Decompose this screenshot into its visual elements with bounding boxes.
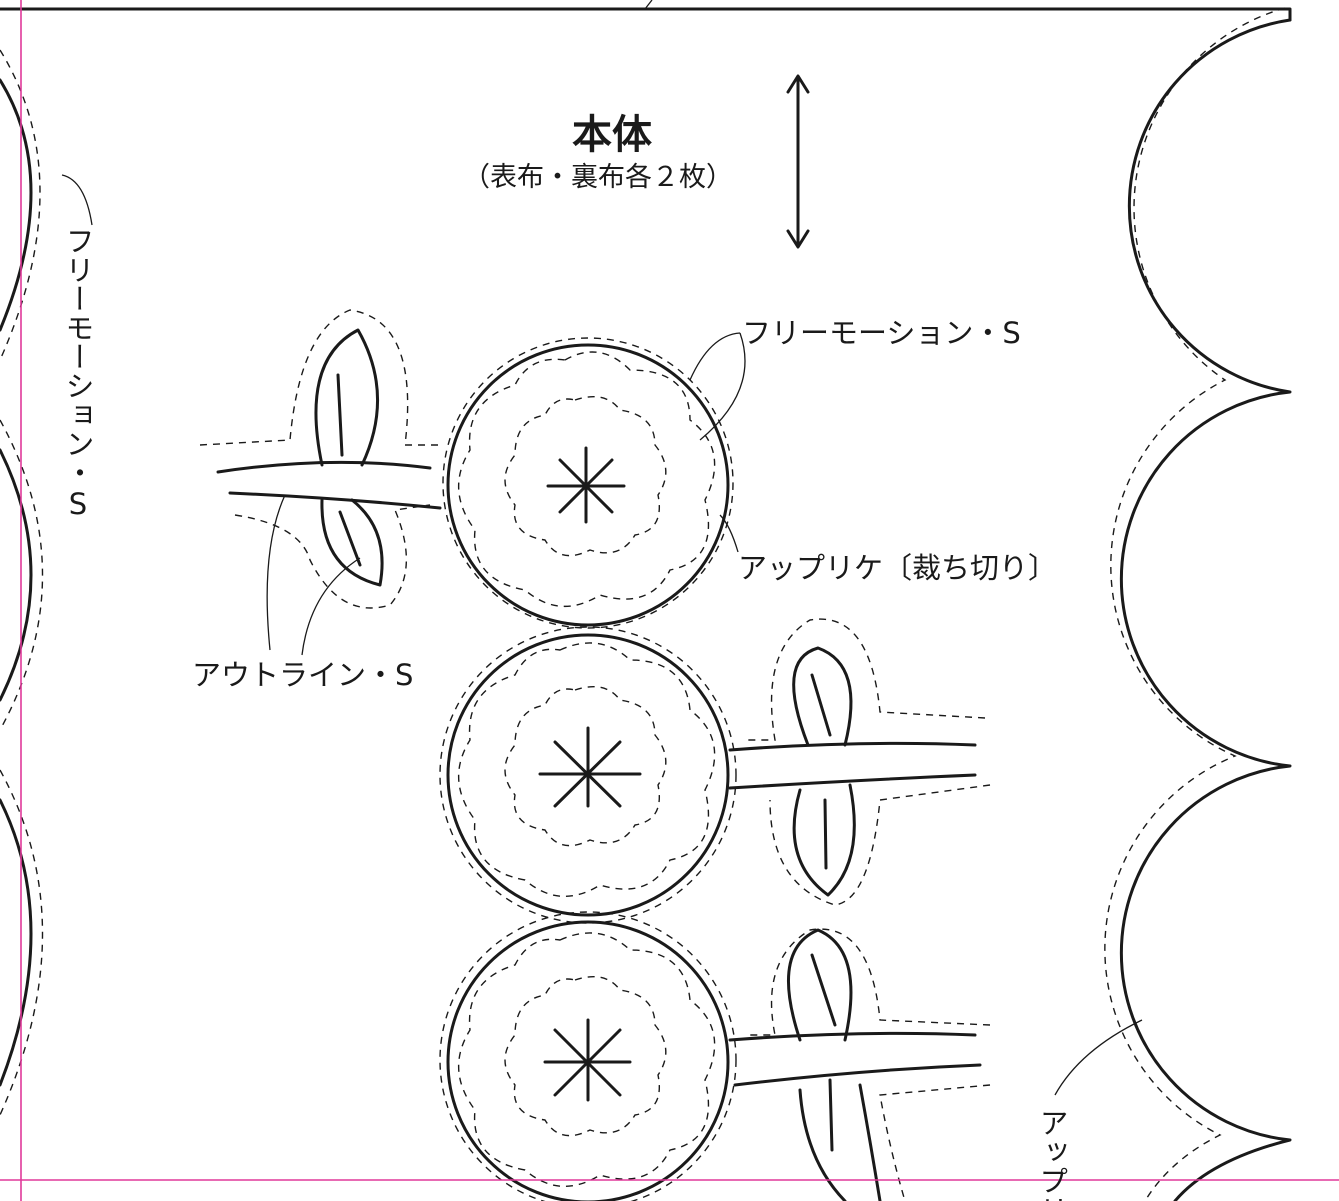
leader-free-motion-left (61, 174, 93, 226)
flower-2-circle (446, 633, 730, 917)
flower-2-stem-lower (728, 773, 977, 790)
flower-1-leaf-bottom (320, 498, 384, 587)
flower-1 (199, 309, 734, 629)
label-free-motion-left: フリーモーション・S (61, 226, 95, 521)
flower-3-inner-flower (458, 932, 716, 1187)
flower-2-leaf-dashed-lower (769, 784, 991, 906)
leader-outline (266, 494, 361, 656)
left-scallop-solid (0, 78, 33, 1087)
flower-1-leaf-top (314, 328, 380, 467)
flower-1-inner-flower-small (504, 396, 667, 557)
label-applique-partial: アップリ (1035, 1108, 1069, 1201)
flower-2-inner-flower-small (504, 686, 667, 847)
flower-3-stem-lower (733, 1063, 982, 1087)
right-scallop-solid (1119, 18, 1292, 1201)
label-outline: アウトライン・S (192, 658, 413, 692)
leader-applique (719, 514, 739, 553)
flower-3-circle (446, 920, 730, 1201)
top-edge (0, 7, 1292, 22)
leader-free-motion-top (689, 332, 746, 441)
left-scallop-dashed (0, 49, 44, 1116)
label-free-motion-top: フリーモーション・S (742, 316, 1021, 350)
label-applique: アップリケ〔裁ち切り〕 (738, 551, 1057, 585)
flower-3-leaf-dashed-lower (879, 1084, 991, 1201)
flower-1-leaf-dashed (199, 309, 440, 446)
flower-1-leaf-dashed-lower (234, 504, 431, 609)
subtitle: （表布・裏布各２枚） (463, 162, 733, 193)
flower-2 (439, 618, 991, 924)
top-tick (644, 0, 653, 10)
flower-2-leaf-top (792, 646, 853, 747)
flower-3-inner-flower-small (504, 976, 667, 1137)
flower-3-leaf-bottom (798, 1083, 882, 1201)
flower-3 (439, 911, 991, 1201)
flower-2-leaf-dashed (745, 618, 986, 741)
leader-applique-partial (1054, 1019, 1143, 1096)
flower-2-stem-upper (728, 741, 977, 752)
grain-arrow (786, 74, 810, 249)
flower-1-outer-dashed (442, 337, 734, 629)
flower-2-inner-flower (458, 642, 716, 897)
flower-3-leaf-top (787, 928, 853, 1042)
flower-1-stem-lower (228, 491, 442, 510)
flower-1-stem-upper (216, 460, 432, 474)
flower-2-leaf-bottom (792, 783, 856, 897)
flower-3-stem-upper (728, 1031, 977, 1042)
flower-1-circle (446, 343, 730, 627)
flower-1-star (546, 446, 626, 524)
flower-3-leaf-dashed (745, 928, 991, 1036)
flower-2-outer-dashed (439, 626, 737, 924)
flower-2-star (538, 726, 642, 808)
right-scallop-dashed (1104, 7, 1286, 1201)
title: 本体 (572, 111, 652, 158)
flower-3-outer-dashed (439, 911, 737, 1201)
flower-3-star (543, 1018, 632, 1102)
